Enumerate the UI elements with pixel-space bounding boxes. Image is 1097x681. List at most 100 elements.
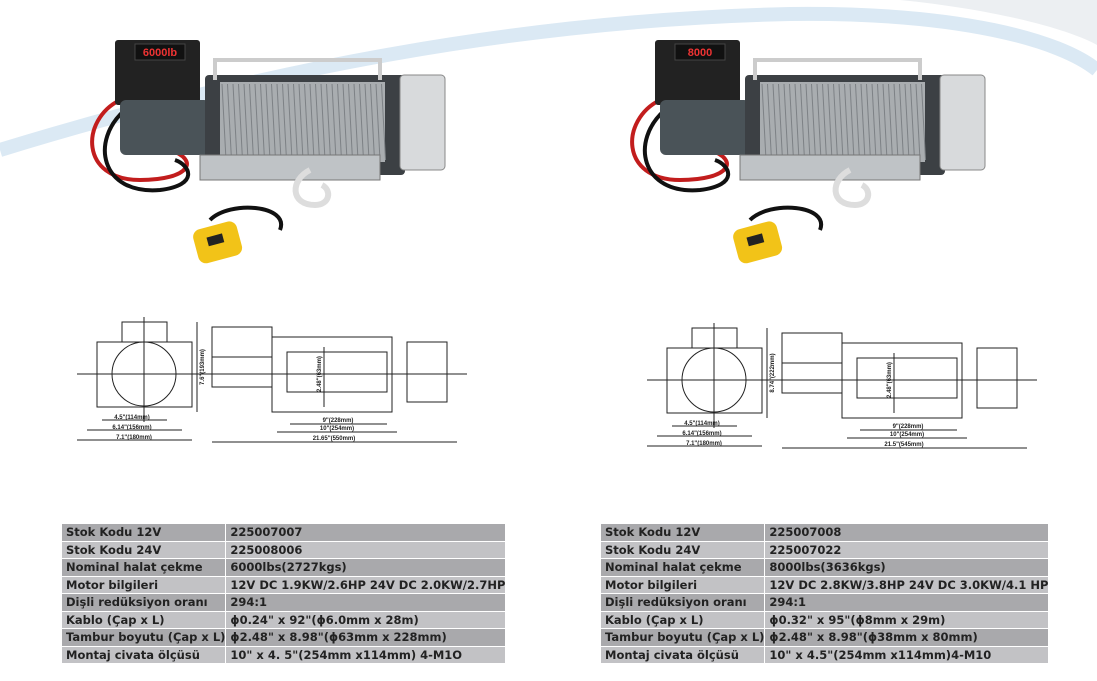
- spec-value: 6000lbs(2727kgs): [225, 558, 506, 577]
- dimension-label: 2.48"(63mm): [887, 362, 893, 398]
- spec-label: Stok Kodu 12V: [62, 524, 227, 542]
- remote-cable: [208, 205, 284, 231]
- dimension-label: 6.14"(156mm): [112, 425, 151, 431]
- spec-label: Motor bilgileri: [62, 576, 227, 594]
- dimension-label: 7.1"(180mm): [116, 435, 152, 441]
- winch-photo-8000: 8000: [630, 40, 986, 264]
- spec-label: Stok Kodu 24V: [62, 541, 227, 559]
- spec-label: Nominal halat çekme: [601, 558, 766, 577]
- motor: [660, 100, 750, 155]
- gear-housing-outline: [406, 341, 448, 403]
- spec-value: 225007007: [225, 524, 506, 542]
- dimension-label: 9"(228mm): [323, 418, 354, 424]
- gear-housing-outline: [976, 347, 1018, 409]
- winch-diagram-8000: 8.74"(222mm) 4.5"(114mm) 6.14"(156mm) 7.1"(…: [647, 323, 1037, 449]
- handle-bar: [213, 58, 382, 80]
- dimension-label: 4.5"(114mm): [684, 421, 720, 427]
- dimension-label: 21.5"(545mm): [884, 442, 923, 448]
- spec-label: Montaj civata ölçüsü: [601, 646, 766, 664]
- spec-value: 10" x 4.5"(254mm x114mm)4-M10: [764, 646, 1049, 664]
- roller-fairlead: [739, 154, 921, 181]
- drum-outline: [286, 351, 388, 393]
- spec-value: 12V DC 1.9KW/2.6HP 24V DC 2.0KW/2.7HP: [225, 576, 506, 594]
- display-text: 8000: [688, 47, 712, 59]
- display-panel: [674, 43, 726, 61]
- spec-label: Stok Kodu 24V: [601, 541, 766, 559]
- spec-label: Kablo (Çap x L): [62, 611, 227, 629]
- spec-value: 225008006: [225, 541, 506, 559]
- display-panel: [134, 43, 186, 61]
- dimension-label: 6.14"(156mm): [682, 431, 721, 437]
- black-cable: [642, 108, 731, 193]
- display-text: 6000lb: [143, 47, 178, 59]
- dimension-label: 9"(228mm): [893, 424, 924, 430]
- handle-bar: [753, 58, 922, 80]
- motor: [120, 100, 210, 155]
- motor-outline: [211, 356, 273, 388]
- spec-label: Tambur boyutu (Çap x L): [62, 628, 227, 647]
- spec-label: Nominal halat çekme: [62, 558, 227, 577]
- motor-outline: [781, 362, 843, 394]
- spec-value: ϕ0.32" x 95"(ϕ8mm x 29m): [764, 611, 1049, 629]
- spec-value: 225007022: [764, 541, 1049, 559]
- drum-outline: [856, 357, 958, 399]
- dimension-label: 4.5"(114mm): [114, 415, 150, 421]
- dimension-label: 7.1"(180mm): [686, 441, 722, 447]
- spec-value: ϕ2.48" x 8.98"(ϕ63mm x 228mm): [225, 628, 506, 647]
- dimension-label: 21.65"(550mm): [313, 436, 356, 442]
- spec-value: 294:1: [225, 593, 506, 612]
- remote-switch: [206, 233, 225, 247]
- hook-icon: [292, 167, 332, 209]
- spec-label: Stok Kodu 12V: [601, 524, 766, 542]
- spec-label: Kablo (Çap x L): [601, 611, 766, 629]
- spec-value: 12V DC 2.8KW/3.8HP 24V DC 3.0KW/4.1 HP: [764, 576, 1049, 594]
- spec-value: 294:1: [764, 593, 1049, 612]
- spec-label: Dişli redüksiyon oranı: [601, 593, 766, 612]
- remote-cable: [748, 205, 824, 231]
- red-cable: [630, 98, 729, 183]
- spec-value: 8000lbs(3636kgs): [764, 558, 1049, 577]
- black-cable: [102, 108, 191, 193]
- spec-row: Tambur boyutu (Çap x L)ϕ2.48" x 8.98"(ϕ3…: [601, 628, 1049, 647]
- spec-value: ϕ0.24" x 92"(ϕ6.0mm x 28m): [225, 611, 506, 629]
- remote-switch: [746, 233, 765, 247]
- winch-photo-6000: 6000lb: [90, 40, 446, 264]
- spec-label: Motor bilgileri: [601, 576, 766, 594]
- end-frame: [96, 341, 193, 408]
- dimension-label: 8.74"(222mm): [770, 353, 776, 392]
- spec-value: ϕ2.48" x 8.98"(ϕ38mm x 80mm): [764, 628, 1049, 647]
- dimension-label: 7.6"(193mm): [200, 349, 206, 385]
- dimension-label: 10"(254mm): [320, 426, 354, 432]
- roller-fairlead: [199, 154, 381, 181]
- spec-row: Kablo (Çap x L)ϕ0.32" x 95"(ϕ8mm x 29m): [601, 611, 1049, 629]
- spec-value: 225007008: [764, 524, 1049, 542]
- gear-housing: [399, 74, 446, 171]
- spec-label: Tambur boyutu (Çap x L): [601, 628, 766, 647]
- end-frame: [666, 347, 763, 414]
- spec-row: Tambur boyutu (Çap x L)ϕ2.48" x 8.98"(ϕ6…: [62, 628, 506, 647]
- hook-icon: [832, 167, 872, 209]
- gear-housing: [939, 74, 986, 171]
- dimension-label: 10"(254mm): [890, 432, 924, 438]
- control-box-outline: [211, 326, 273, 358]
- spec-label: Dişli redüksiyon oranı: [62, 593, 227, 612]
- spec-value: 10" x 4. 5"(254mm x114mm) 4-M1O: [225, 646, 506, 664]
- spec-label: Montaj civata ölçüsü: [62, 646, 227, 664]
- control-box-outline: [781, 332, 843, 364]
- winch-diagram-6000: 7.6"(193mm) 4.5"(114mm) 6.14"(156mm) 7.1"(1…: [77, 317, 467, 443]
